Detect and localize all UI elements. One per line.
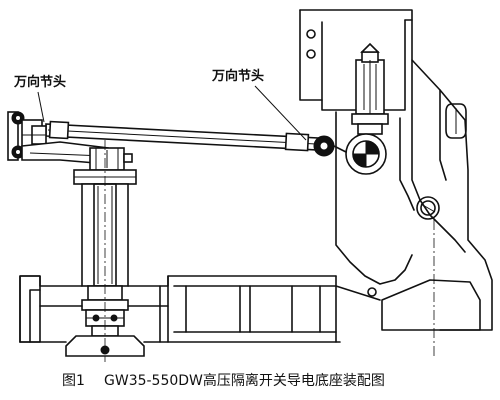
leader-line-right	[254, 85, 307, 141]
leader-line-left	[37, 91, 45, 123]
vertical-pin-assembly	[351, 42, 389, 135]
base-channel	[19, 275, 381, 343]
connecting-rod	[45, 120, 319, 152]
figure-number: 图1	[62, 373, 85, 389]
vertical-shaft-column	[65, 140, 145, 362]
label-universal-joint-left: 万向节头	[13, 74, 66, 90]
universal-joint-right	[313, 135, 347, 157]
right-housing-frame	[299, 9, 493, 358]
label-universal-joint-right: 万向节头	[211, 68, 264, 84]
crank-hub	[345, 133, 387, 175]
figure-caption: GW35-550DW高压隔离开关导电底座装配图	[104, 372, 385, 389]
